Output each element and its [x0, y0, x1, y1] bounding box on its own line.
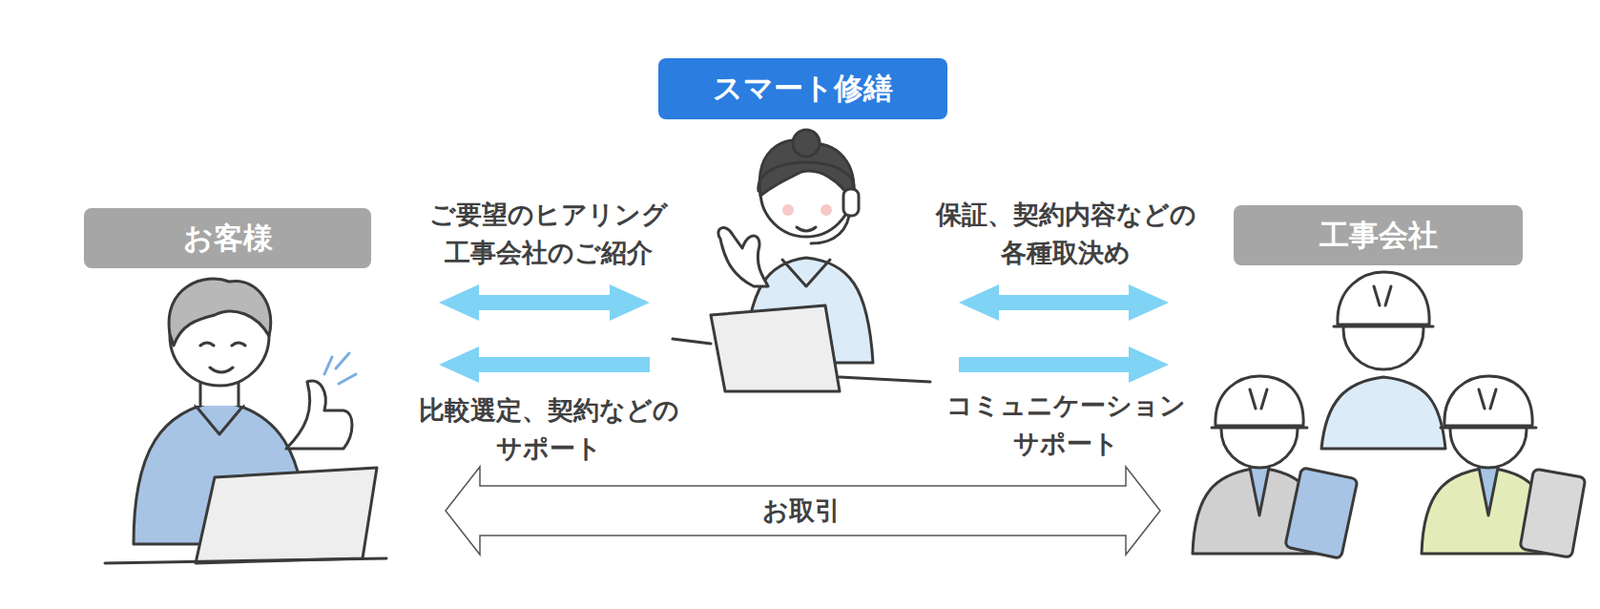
service-box: スマート修繕 — [658, 58, 948, 120]
arrow-label: コミュニケーション サポート — [913, 386, 1219, 463]
arrow-label: 比較選定、契約などの サポート — [395, 391, 702, 468]
party-box: 工事会社 — [1233, 205, 1523, 266]
flow-arrow — [958, 346, 1169, 383]
arrow-label: ご要望のヒアリング 工事会社のご紹介 — [395, 195, 702, 272]
arrow-label: お取引 — [648, 491, 955, 530]
box-label: 工事会社 — [1319, 215, 1438, 256]
box-label: お客様 — [183, 218, 273, 259]
box-label: スマート修繕 — [712, 68, 894, 109]
worker-figures — [1192, 271, 1586, 559]
transaction-arrow — [445, 466, 1161, 555]
customer-figure — [104, 278, 387, 563]
arrow-label: 保証、契約内容などの 各種取決め — [913, 195, 1219, 272]
flow-arrow — [438, 346, 650, 383]
party-box: お客様 — [83, 207, 372, 269]
flow-arrow — [438, 284, 650, 321]
operator-figure — [672, 129, 931, 392]
flow-arrow — [958, 284, 1169, 321]
